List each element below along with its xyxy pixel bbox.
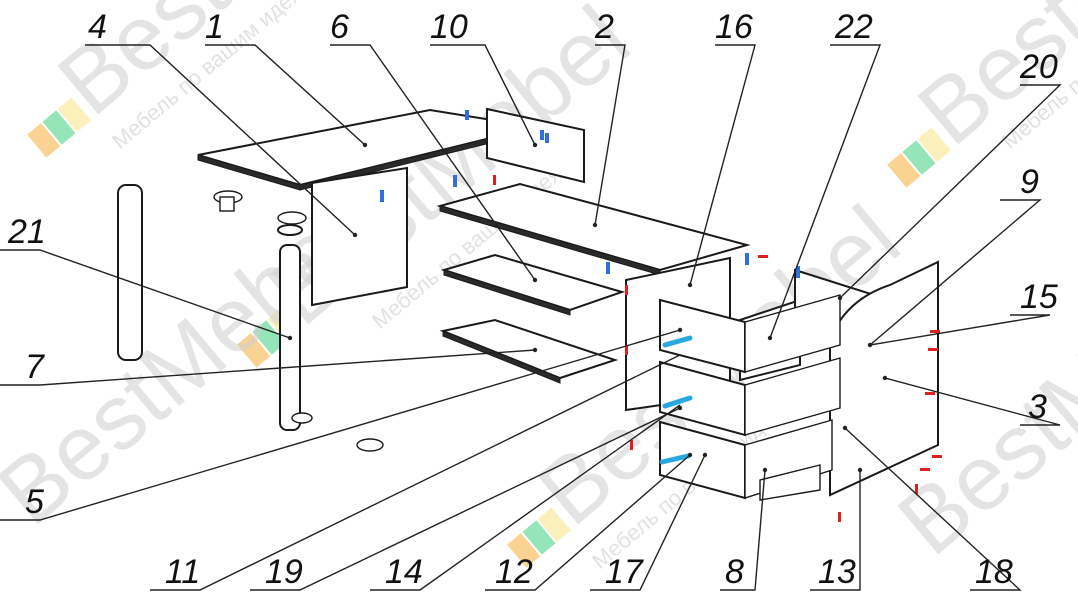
part-side-panel	[311, 166, 408, 307]
label-4: 4	[88, 8, 107, 46]
label-11: 11	[165, 553, 200, 591]
leader-dots	[287, 142, 888, 473]
label-7: 7	[25, 348, 45, 386]
part-labels: 4 1 6 10 2 16 22 20 9 15 3 21 7 5 11 19 …	[7, 8, 1058, 591]
leader-lines	[0, 44, 1062, 591]
part-lower-shelf	[439, 318, 619, 384]
label-16: 16	[715, 8, 753, 46]
part-leg-brackets	[213, 190, 307, 225]
label-15: 15	[1020, 278, 1058, 316]
fasteners	[380, 110, 942, 522]
label-9: 9	[1020, 163, 1039, 201]
part-drawer-base	[759, 464, 821, 501]
label-12: 12	[495, 553, 533, 591]
label-5: 5	[25, 483, 44, 521]
part-leg-attached	[277, 224, 303, 431]
label-1: 1	[205, 8, 224, 46]
label-3: 3	[1028, 388, 1047, 426]
part-drawer-top	[659, 294, 841, 374]
label-22: 22	[834, 8, 873, 46]
label-21: 21	[7, 213, 46, 251]
parts-layer	[117, 107, 942, 522]
part-foot-cap-2	[291, 412, 313, 424]
label-13: 13	[818, 553, 856, 591]
part-leg-loose	[117, 184, 143, 361]
label-2: 2	[594, 8, 614, 46]
label-14: 14	[385, 553, 423, 591]
part-drawer-middle	[659, 357, 841, 437]
part-foot-cap	[356, 438, 384, 452]
label-6: 6	[330, 8, 349, 46]
part-middle-shelf	[440, 253, 626, 316]
label-8: 8	[725, 553, 744, 591]
label-18: 18	[975, 553, 1013, 591]
label-10: 10	[430, 8, 468, 46]
label-20: 20	[1019, 48, 1058, 86]
label-19: 19	[265, 553, 303, 591]
label-17: 17	[605, 553, 644, 591]
